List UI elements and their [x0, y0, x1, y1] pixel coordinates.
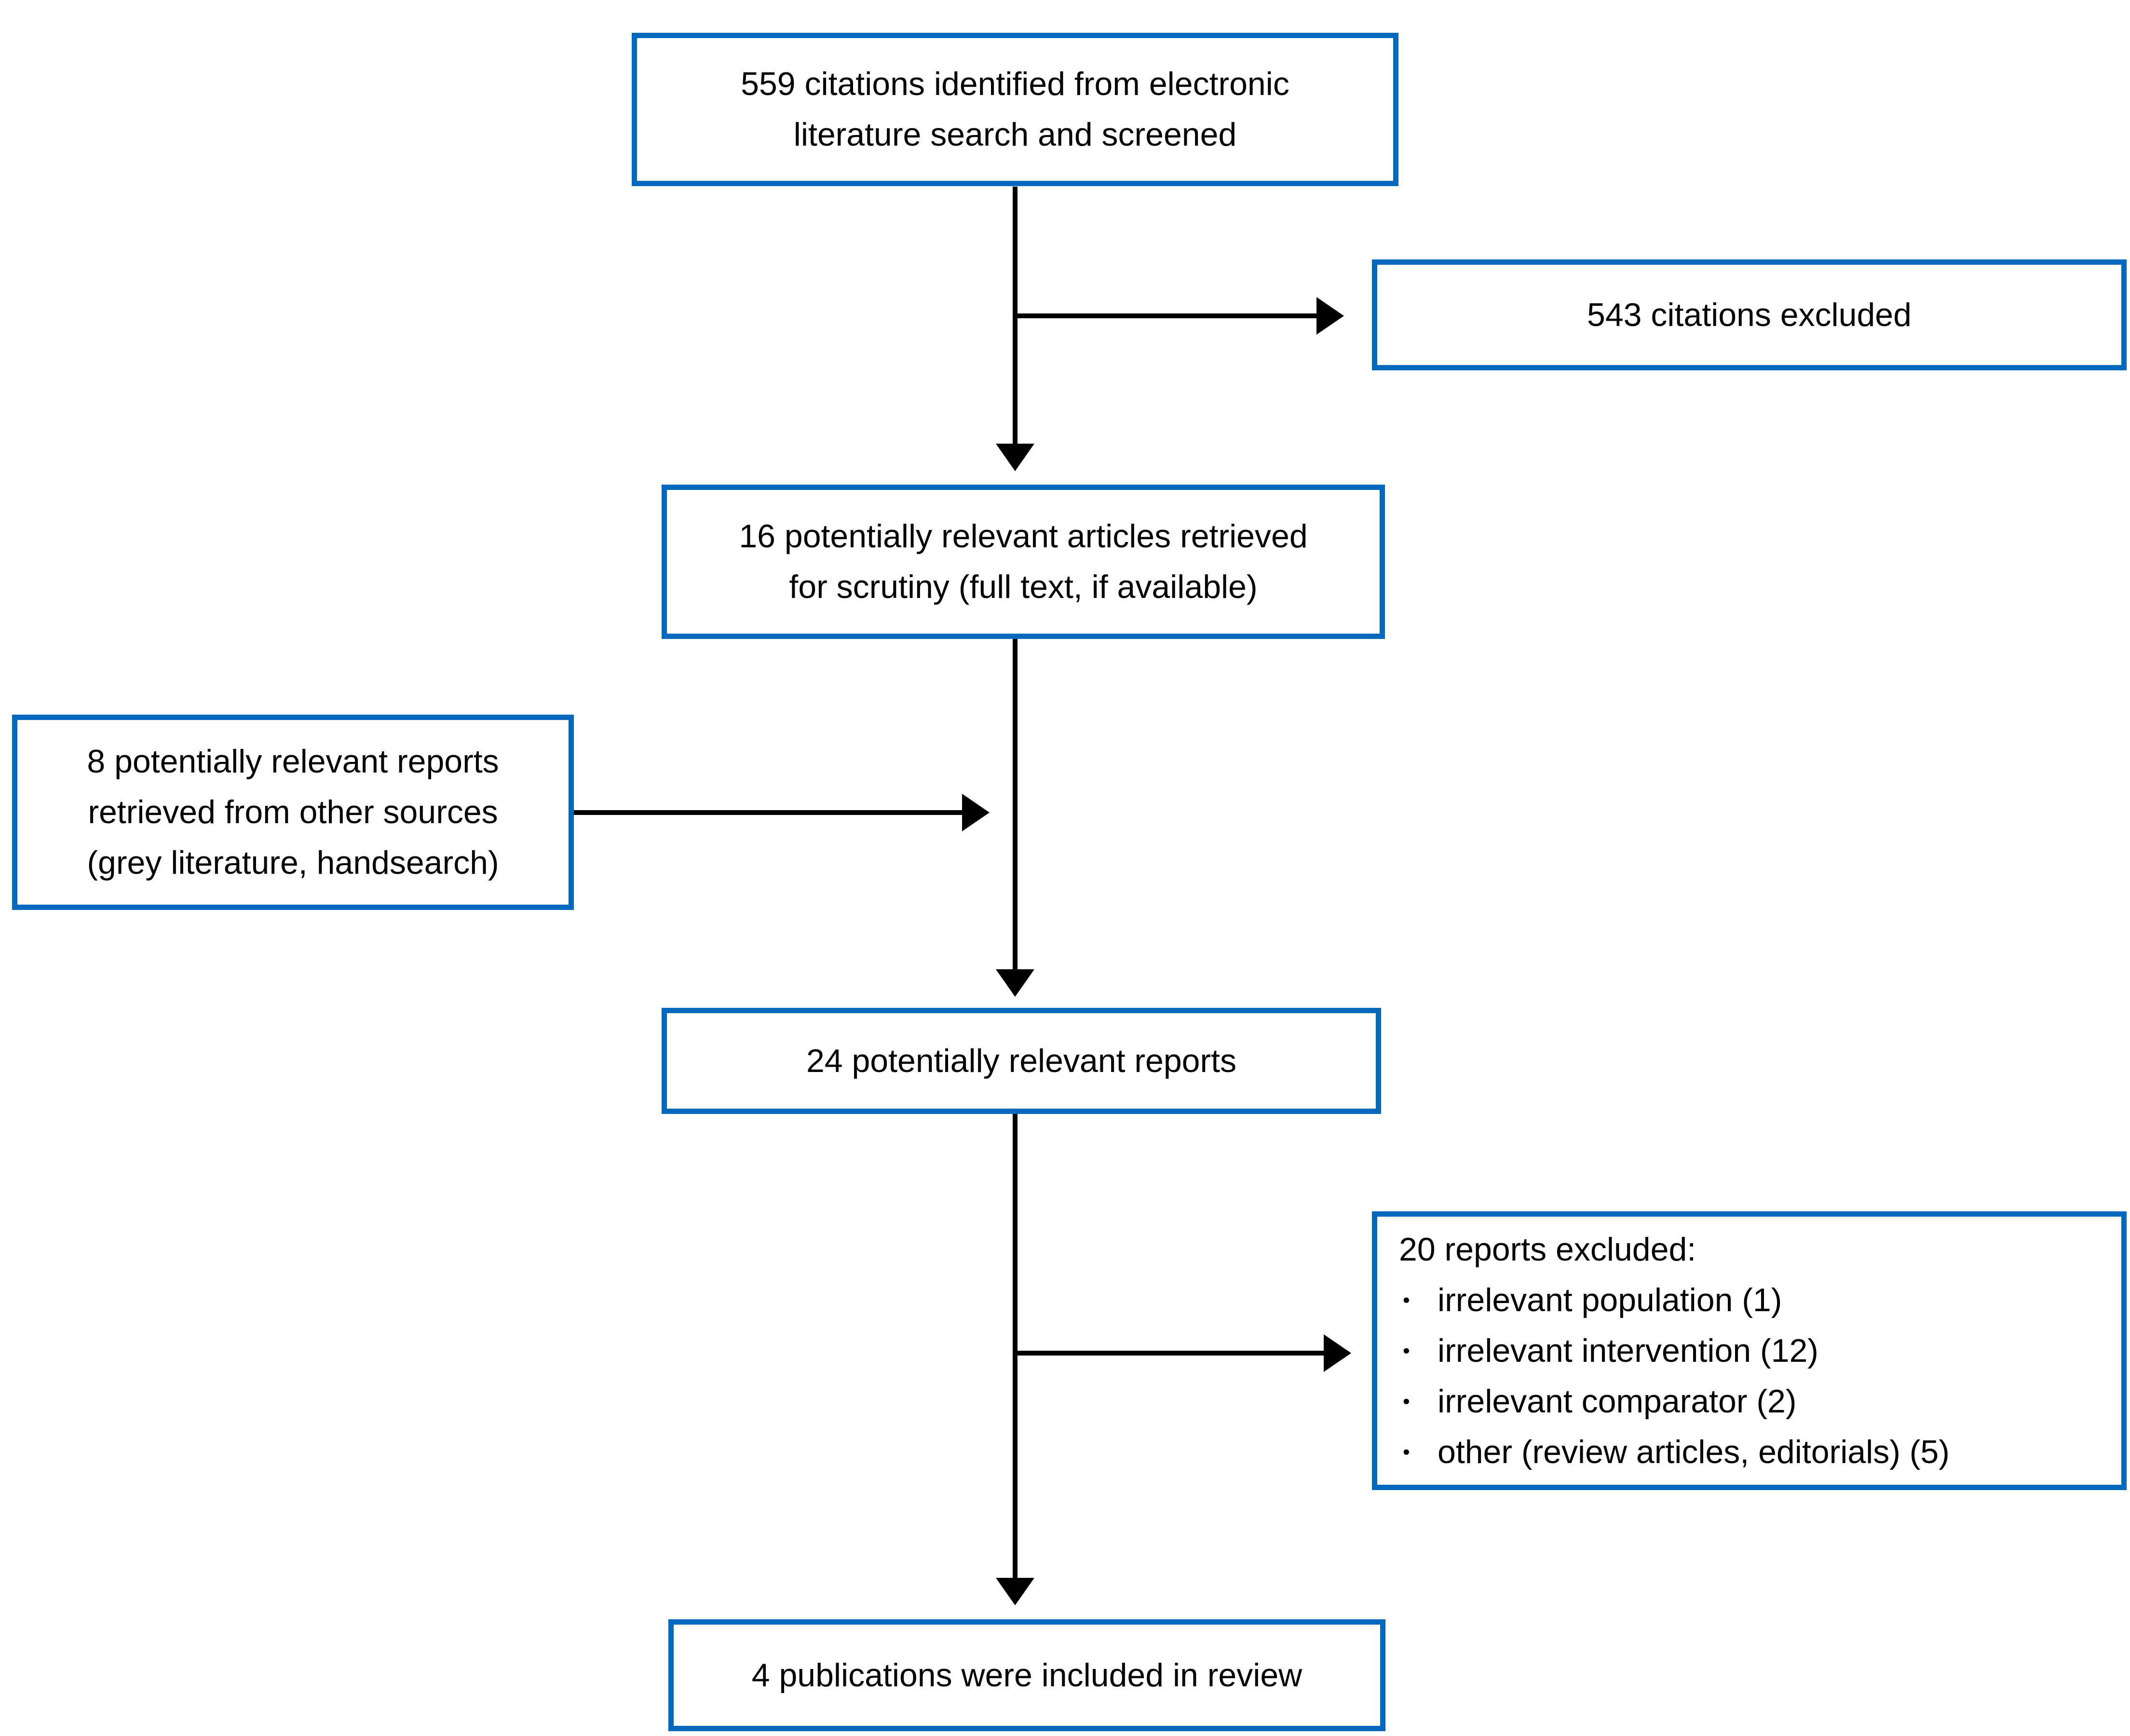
- arrow-line-retrieved-to-reports: [1013, 639, 1018, 969]
- bullet-icon: •: [1403, 1288, 1410, 1311]
- bullet-icon: •: [1403, 1440, 1410, 1463]
- exclusion-reason-text: irrelevant comparator (2): [1438, 1383, 1797, 1420]
- arrowhead-down-reports-to-included: [996, 1578, 1034, 1605]
- arrow-line-reports-to-included: [1013, 1114, 1018, 1578]
- box-other-sources-text: 8 potentially relevant reports retrieved…: [87, 743, 499, 881]
- arrow-line-other-sources-to-main: [574, 810, 962, 815]
- exclusion-reason-text: irrelevant intervention (12): [1438, 1332, 1818, 1369]
- reports-excluded-content: 20 reports excluded: • irrelevant popula…: [1377, 1224, 1959, 1478]
- exclusion-reason-text: irrelevant population (1): [1438, 1281, 1782, 1318]
- arrowhead-down-identified-to-retrieved: [996, 444, 1034, 471]
- reports-excluded-title: 20 reports excluded:: [1399, 1231, 1696, 1268]
- box-publications-included: 4 publications were included in review: [668, 1619, 1385, 1731]
- arrowhead-right-citations-excluded: [1316, 297, 1344, 335]
- arrow-line-to-citations-excluded: [1015, 313, 1316, 318]
- box-relevant-reports-text: 24 potentially relevant reports: [806, 1042, 1237, 1079]
- arrowhead-down-retrieved-to-reports: [996, 969, 1034, 997]
- box-citations-identified-text: 559 citations identified from electronic…: [741, 66, 1289, 153]
- box-reports-excluded: 20 reports excluded: • irrelevant popula…: [1372, 1211, 2127, 1490]
- box-publications-included-text: 4 publications were included in review: [751, 1656, 1302, 1694]
- box-other-sources: 8 potentially relevant reports retrieved…: [12, 715, 574, 910]
- box-relevant-reports: 24 potentially relevant reports: [662, 1008, 1381, 1114]
- bullet-icon: •: [1403, 1339, 1410, 1362]
- box-citations-excluded-text: 543 citations excluded: [1587, 296, 1912, 333]
- arrowhead-right-reports-excluded: [1324, 1334, 1351, 1372]
- bullet-icon: •: [1403, 1390, 1410, 1412]
- exclusion-reason-text: other (review articles, editorials) (5): [1438, 1433, 1950, 1470]
- arrowhead-right-other-sources: [962, 794, 990, 831]
- exclusion-reason-item: • irrelevant intervention (12): [1399, 1326, 1950, 1376]
- box-articles-retrieved-text: 16 potentially relevant articles retriev…: [739, 518, 1308, 605]
- exclusion-reason-item: • irrelevant population (1): [1399, 1275, 1950, 1326]
- exclusion-reasons-list: • irrelevant population (1) • irrelevant…: [1399, 1275, 1950, 1478]
- box-citations-identified: 559 citations identified from electronic…: [632, 33, 1398, 186]
- box-citations-excluded: 543 citations excluded: [1372, 259, 2127, 370]
- box-articles-retrieved: 16 potentially relevant articles retriev…: [662, 485, 1385, 639]
- exclusion-reason-item: • other (review articles, editorials) (5…: [1399, 1427, 1950, 1478]
- arrow-line-to-reports-excluded: [1015, 1351, 1324, 1356]
- exclusion-reason-item: • irrelevant comparator (2): [1399, 1376, 1950, 1427]
